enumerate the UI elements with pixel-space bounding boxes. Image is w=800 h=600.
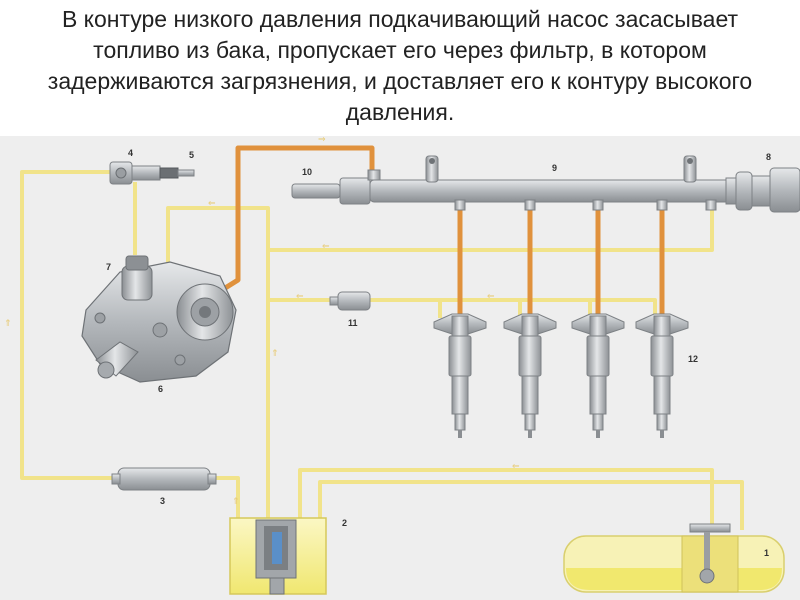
- high-pressure-pump: [81, 255, 237, 383]
- label-5: 5: [189, 150, 194, 160]
- label-12: 12: [688, 354, 698, 364]
- pressure-limiter: [725, 167, 800, 213]
- label-1: 1: [764, 548, 769, 558]
- label-9: 9: [552, 163, 557, 173]
- high-pressure-lines: [220, 145, 665, 318]
- label-6: 6: [158, 384, 163, 394]
- svg-text:⇑: ⇑: [271, 349, 279, 359]
- label-7: 7: [106, 262, 111, 272]
- flow-arrows: ⇒ ⇐ ⇐ ⇐ ⇐ ⇐ ⇑ ⇑ ⇑: [4, 136, 520, 507]
- return-component: [329, 291, 371, 311]
- svg-text:⇐: ⇐: [322, 242, 330, 252]
- injectors: [433, 313, 689, 438]
- caption: В контуре низкого давления подкачивающий…: [0, 0, 800, 136]
- item-4-5-assembly: [109, 161, 195, 185]
- label-3: 3: [160, 496, 165, 506]
- component-labels: 4 5 7 6 10 9 8 11 12 3 2 1: [106, 148, 771, 558]
- low-pressure-lines: [20, 170, 744, 530]
- injector-3: [571, 313, 625, 438]
- label-10: 10: [302, 167, 312, 177]
- svg-text:⇑: ⇑: [4, 319, 12, 329]
- label-2: 2: [342, 518, 347, 528]
- injector-2: [503, 313, 557, 438]
- label-4: 4: [128, 148, 133, 158]
- fuel-tank: [563, 523, 785, 593]
- fuel-filter: [111, 467, 217, 491]
- svg-text:⇐: ⇐: [208, 199, 216, 209]
- injector-1: [433, 313, 487, 438]
- fuel-system-diagram: ⇒ ⇐ ⇐ ⇐ ⇐ ⇐ ⇑ ⇑ ⇑: [0, 136, 800, 600]
- injector-4: [635, 313, 689, 438]
- caption-text: В контуре низкого давления подкачивающий…: [47, 6, 753, 125]
- svg-text:⇐: ⇐: [296, 292, 304, 302]
- fuel-rail: [291, 155, 731, 211]
- svg-text:⇒: ⇒: [318, 136, 326, 145]
- pump-module: [229, 517, 327, 595]
- svg-text:⇑: ⇑: [232, 497, 240, 507]
- label-8: 8: [766, 152, 771, 162]
- label-11: 11: [348, 318, 358, 328]
- svg-text:⇐: ⇐: [487, 292, 495, 302]
- svg-text:⇐: ⇐: [512, 462, 520, 472]
